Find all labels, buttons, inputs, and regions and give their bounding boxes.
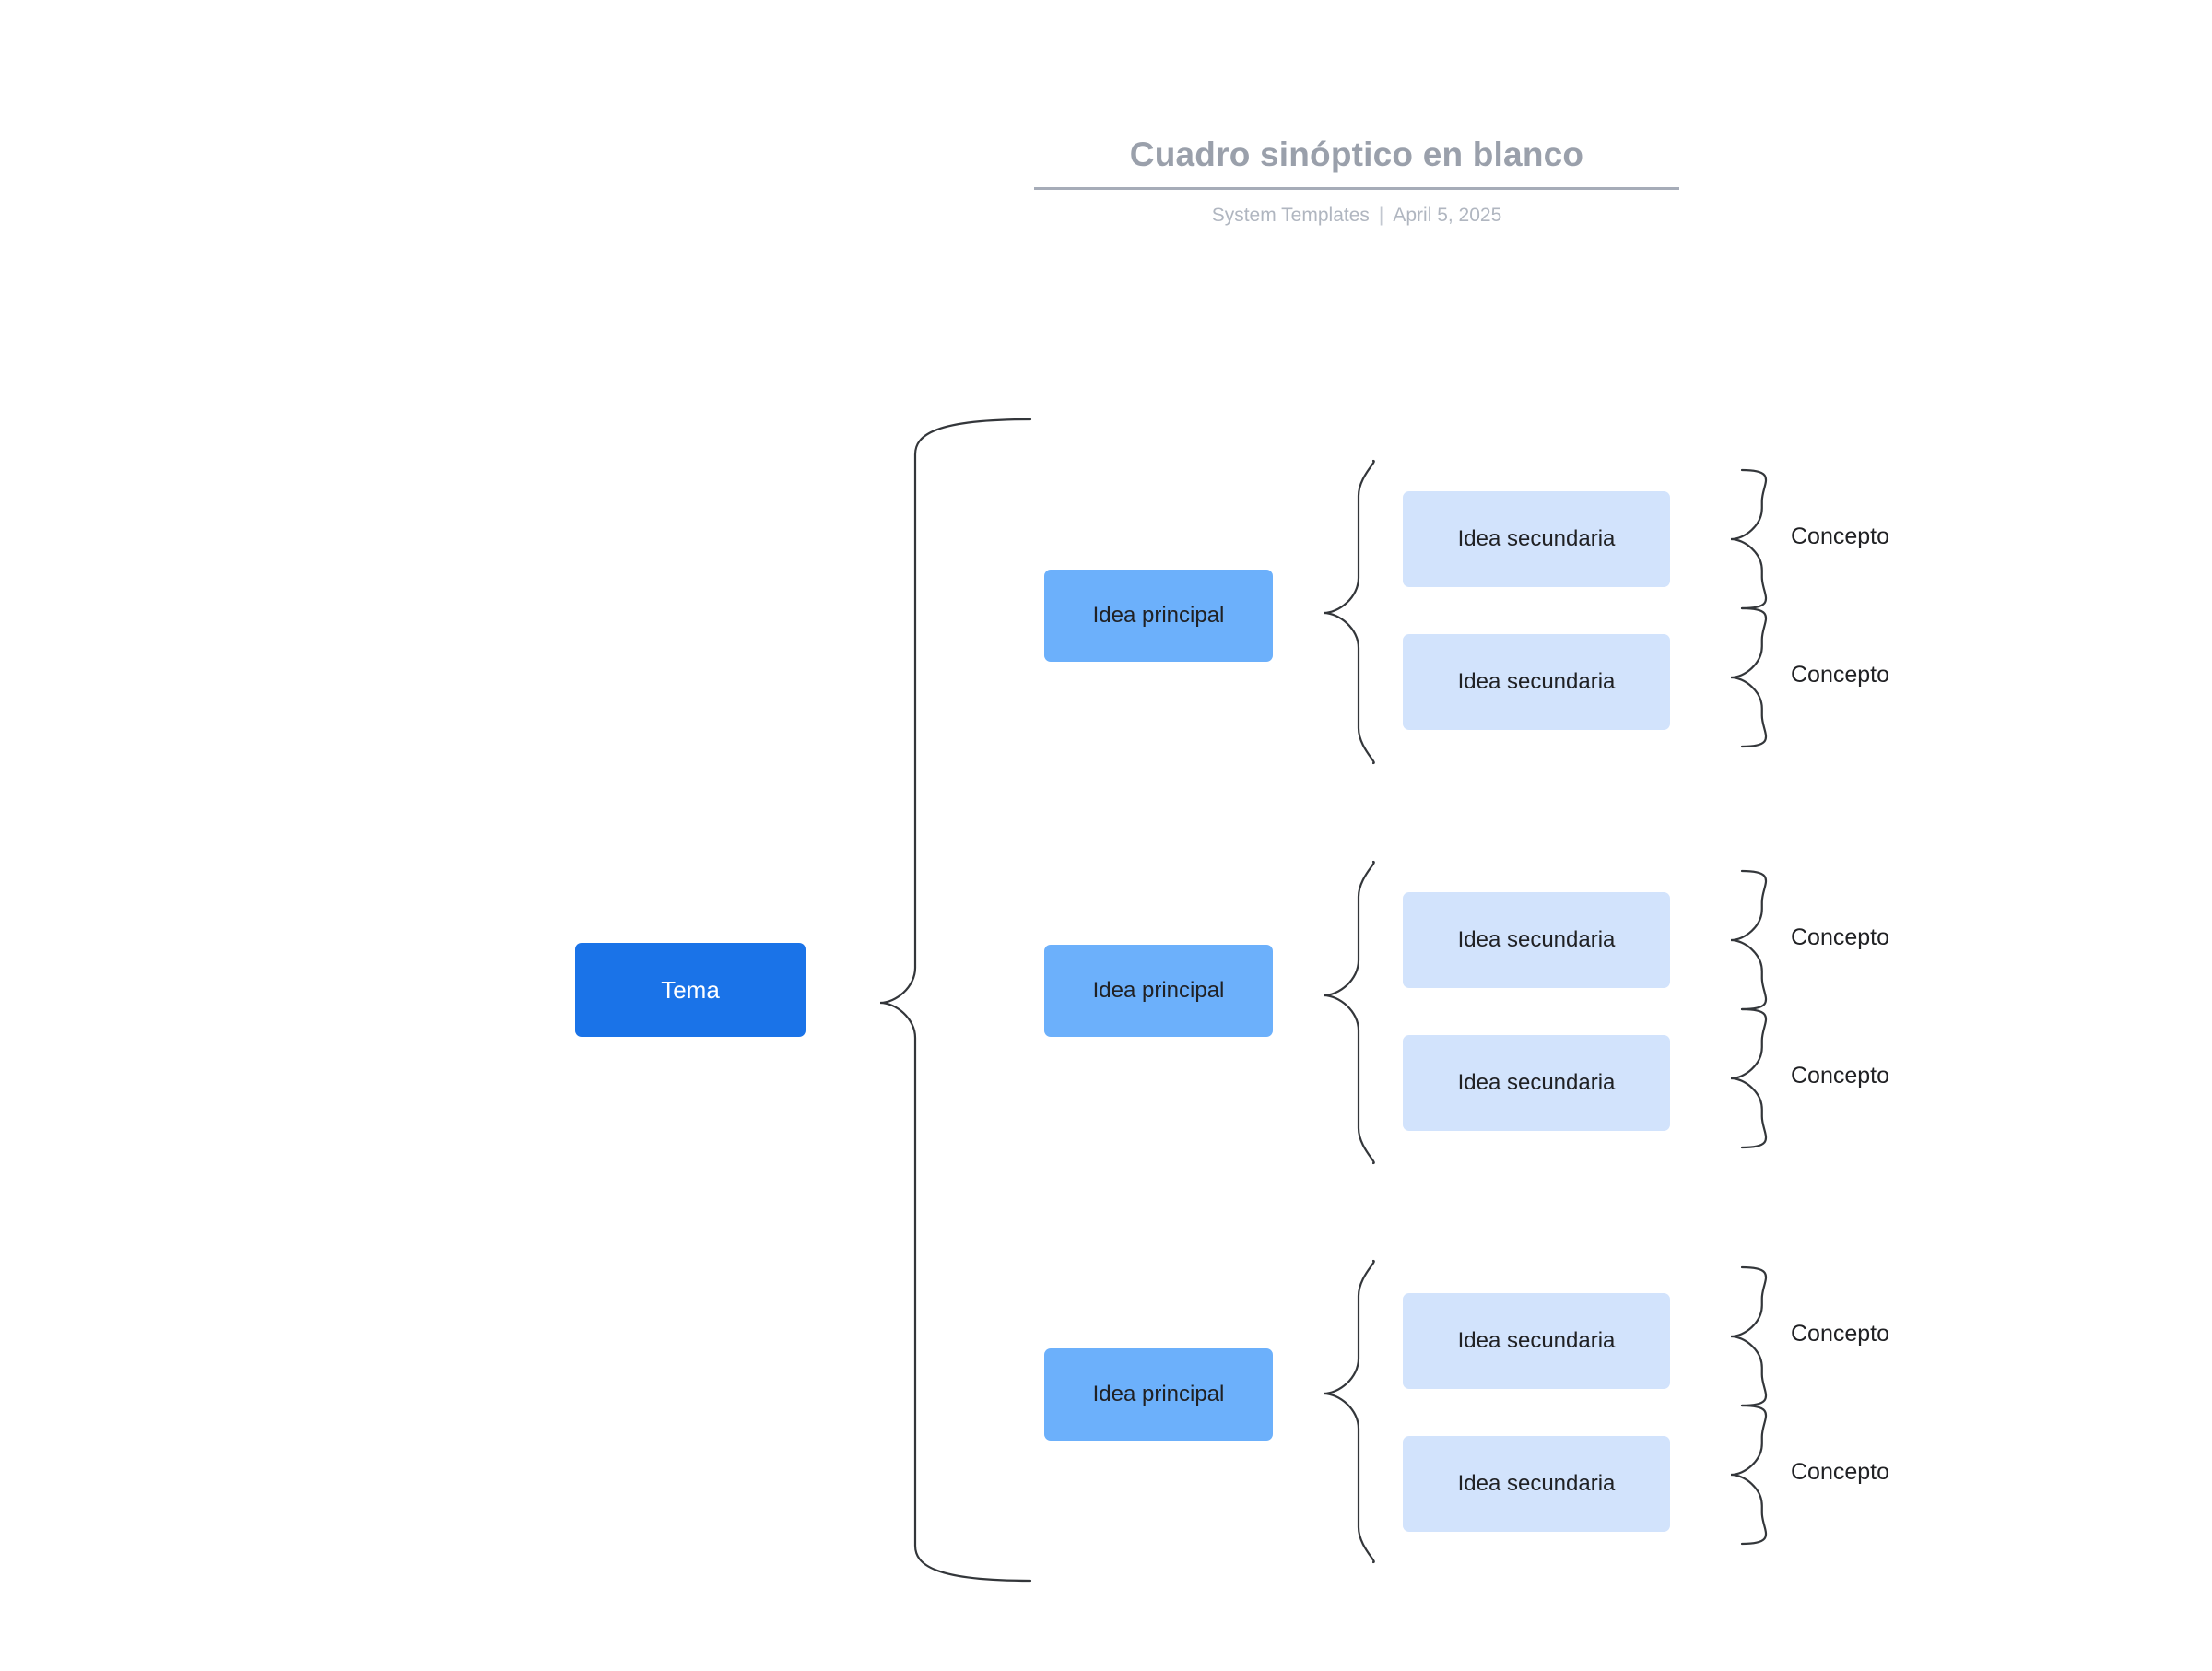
concept-label-3[interactable]: Concepto xyxy=(1791,924,1890,950)
subtitle-separator: | xyxy=(1378,204,1384,226)
secondary-idea-node-1-label: Idea secundaria xyxy=(1457,526,1616,551)
concept-brace-4 xyxy=(1730,1007,1768,1149)
concept-label-6[interactable]: Concepto xyxy=(1791,1459,1890,1485)
concept-brace-5 xyxy=(1730,1265,1768,1407)
secondary-idea-node-3-label: Idea secundaria xyxy=(1457,927,1616,952)
concept-brace-2 xyxy=(1730,606,1768,748)
concept-label-4[interactable]: Concepto xyxy=(1791,1063,1890,1089)
secondary-idea-node-3[interactable]: Idea secundaria xyxy=(1403,892,1670,988)
main-idea-node-1[interactable]: Idea principal xyxy=(1044,570,1273,662)
document-header: Cuadro sinóptico en blanco System Templa… xyxy=(1034,135,1679,227)
page-title: Cuadro sinóptico en blanco xyxy=(1129,135,1584,173)
secondary-idea-node-5[interactable]: Idea secundaria xyxy=(1403,1293,1670,1389)
document-date: April 5, 2025 xyxy=(1393,204,1502,226)
main-idea-brace-3 xyxy=(1323,1259,1375,1564)
main-idea-brace-2 xyxy=(1323,860,1375,1165)
secondary-idea-node-4[interactable]: Idea secundaria xyxy=(1403,1035,1670,1131)
concept-label-1[interactable]: Concepto xyxy=(1791,524,1890,549)
main-idea-brace-1 xyxy=(1323,459,1375,765)
main-idea-node-3-label: Idea principal xyxy=(1092,1382,1225,1406)
concept-label-2[interactable]: Concepto xyxy=(1791,662,1890,688)
secondary-idea-node-5-label: Idea secundaria xyxy=(1457,1328,1616,1353)
concept-brace-6 xyxy=(1730,1404,1768,1546)
secondary-idea-node-2[interactable]: Idea secundaria xyxy=(1403,634,1670,730)
document-subtitle: System Templates | April 5, 2025 xyxy=(1034,205,1679,227)
secondary-idea-node-4-label: Idea secundaria xyxy=(1457,1070,1616,1095)
document-author: System Templates xyxy=(1211,204,1370,226)
title-divider xyxy=(1034,186,1679,190)
topic-brace xyxy=(879,418,1032,1583)
topic-node[interactable]: Tema xyxy=(575,943,806,1037)
concept-brace-1 xyxy=(1730,468,1768,610)
secondary-idea-node-6[interactable]: Idea secundaria xyxy=(1403,1436,1670,1532)
secondary-idea-node-1[interactable]: Idea secundaria xyxy=(1403,491,1670,587)
main-idea-node-2[interactable]: Idea principal xyxy=(1044,945,1273,1037)
topic-node-label: Tema xyxy=(661,975,720,1004)
concept-label-5[interactable]: Concepto xyxy=(1791,1321,1890,1347)
secondary-idea-node-6-label: Idea secundaria xyxy=(1457,1471,1616,1496)
main-idea-node-3[interactable]: Idea principal xyxy=(1044,1348,1273,1441)
main-idea-node-1-label: Idea principal xyxy=(1092,603,1225,628)
concept-brace-3 xyxy=(1730,869,1768,1011)
main-idea-node-2-label: Idea principal xyxy=(1092,978,1225,1003)
secondary-idea-node-2-label: Idea secundaria xyxy=(1457,669,1616,694)
